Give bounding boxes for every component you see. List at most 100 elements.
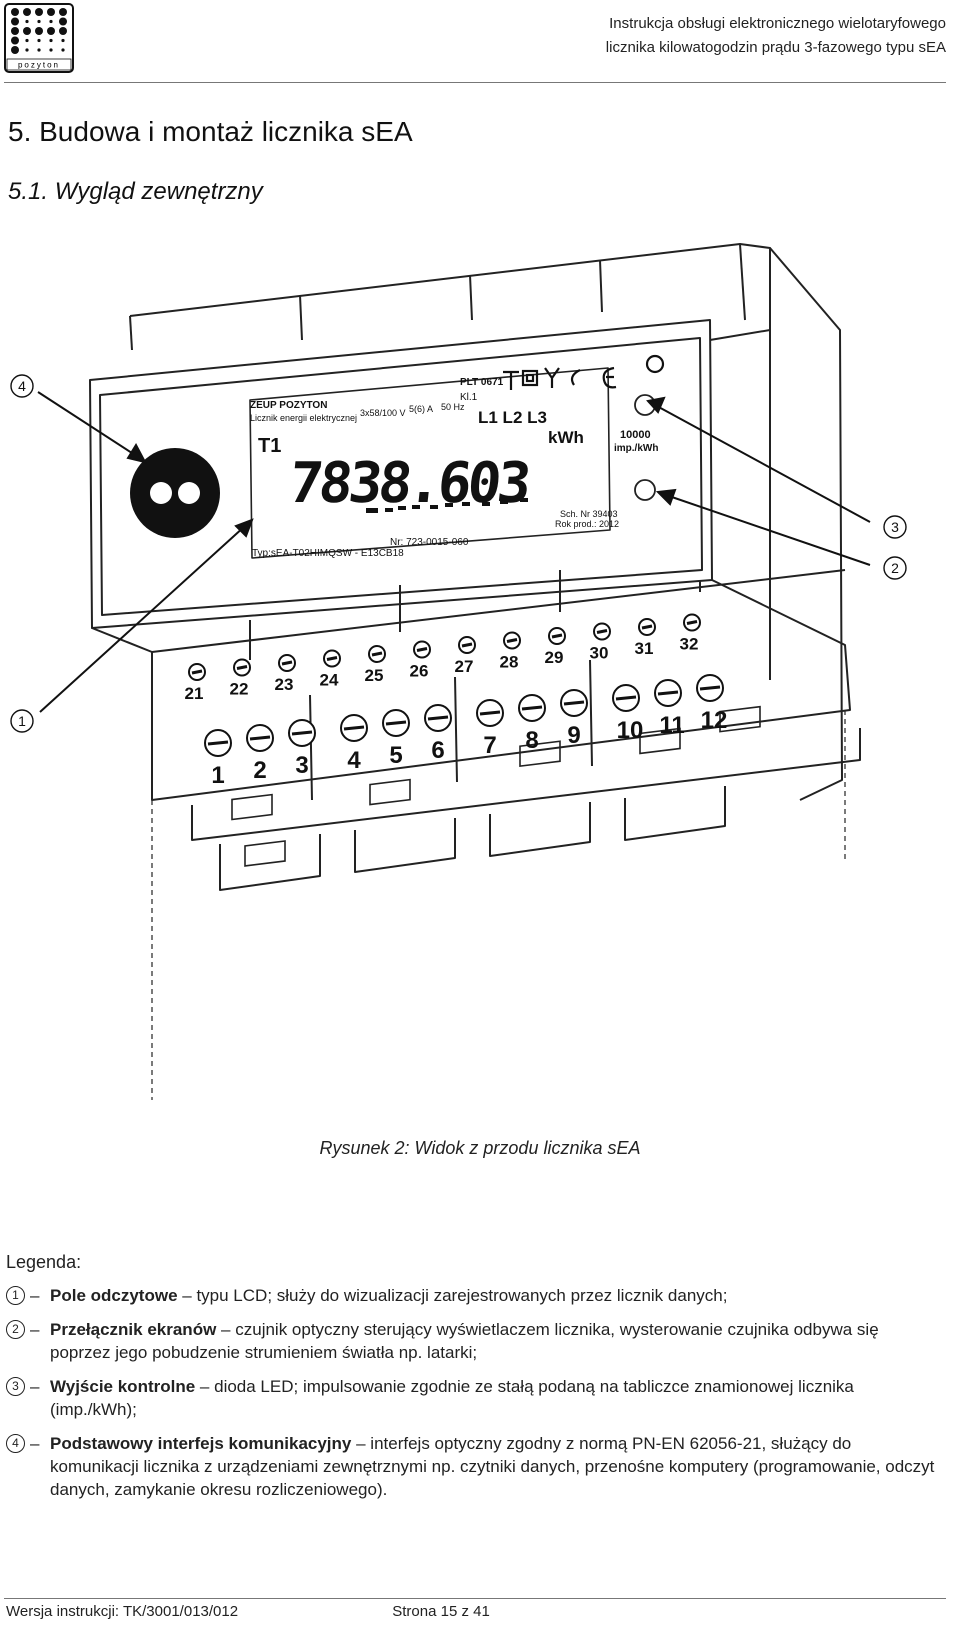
terminal-number: 28 [500, 653, 519, 672]
meter-illustration: ZEUP POZYTON Licznik energii elektryczne… [10, 243, 907, 1100]
legend-text: czujnik optyczny sterujący wyświetlaczem… [50, 1320, 879, 1362]
legend-sep: – [182, 1286, 197, 1305]
callout-2 [883, 556, 907, 580]
meter-unit: kWh [548, 428, 584, 447]
screw-slot [343, 725, 365, 731]
legend-text: interfejs optyczny zgodny z normą PN-EN … [50, 1434, 935, 1499]
screw-slot [281, 660, 293, 666]
legend-text: typu LCD; służy do wizualizacji zarejest… [196, 1286, 728, 1305]
terminal-number: 4 [347, 747, 361, 774]
legend-term: Pole odczytowe [50, 1286, 178, 1305]
logo-dot [35, 8, 43, 16]
terminal-number: 25 [365, 666, 384, 685]
legend-text: dioda LED; impulsowanie zgodnie ze stałą… [50, 1377, 854, 1419]
logo-dot [11, 17, 19, 26]
meter-current: 5(6) A [409, 404, 433, 414]
logo-dot [61, 48, 65, 52]
logo-dot [61, 38, 65, 43]
terminal-number: 24 [320, 671, 339, 690]
meter-serial: Nr: 723-0015-060 [390, 537, 469, 548]
meter-reading: 7838.603 [286, 451, 532, 516]
legend-title: Legenda: [6, 1252, 82, 1272]
legend-number: 4 [6, 1434, 25, 1453]
screw-slot [461, 642, 473, 648]
logo-dot [11, 36, 19, 45]
terminal-number: 22 [230, 680, 249, 699]
screw-slot [551, 633, 563, 639]
legend-item: 4 – Podstawowy interfejs komunikacyjny –… [6, 1432, 936, 1501]
callout-3 [883, 515, 907, 539]
logo-dot [59, 8, 67, 16]
legend-item: 2 – Przełącznik ekranów – czujnik optycz… [6, 1318, 936, 1364]
legend-dash: – [30, 1434, 40, 1453]
screw-slot [416, 647, 428, 652]
terminal-number: 30 [590, 644, 609, 663]
legend-number: 3 [6, 1377, 25, 1396]
meter-type: Typ:sEA-T02HIMQSW - E13CB18 [252, 548, 404, 559]
logo-dot [37, 48, 41, 52]
terminal-number: 3 [295, 752, 308, 779]
meter-plt: PLT 0671 [460, 377, 504, 388]
screw-slot [385, 720, 407, 726]
screw-slot [236, 665, 248, 670]
optical-interface [130, 448, 220, 538]
legend-sep: – [221, 1320, 236, 1339]
legend-list: 1 – Pole odczytowe – typu LCD; służy do … [6, 1284, 936, 1512]
legend-term: Przełącznik ekranów [50, 1320, 217, 1339]
meter-tariff: T1 [258, 435, 281, 457]
logo-dot [23, 27, 31, 35]
legend-dash: – [30, 1377, 40, 1396]
callout-4-label: 4 [18, 378, 26, 394]
logo-dot [49, 38, 53, 43]
logo-dot [35, 27, 43, 35]
terminal-number: 31 [635, 639, 654, 658]
callout-3-label: 3 [891, 519, 899, 535]
screw-slot [479, 710, 501, 716]
logo-dot [47, 27, 55, 35]
optical-sensor [634, 479, 656, 501]
legend-term: Podstawowy interfejs komunikacyjny [50, 1434, 352, 1453]
terminal-number: 29 [545, 648, 564, 667]
terminal-number: 7 [483, 732, 496, 759]
meter-phases: L1 L2 L3 [478, 408, 547, 427]
screw-slot [291, 730, 313, 736]
screw-slot [191, 669, 203, 675]
screw-slot [427, 715, 449, 721]
logo-dot [23, 8, 31, 16]
legend-number: 2 [6, 1320, 25, 1339]
meter-brand: ZEUP POZYTON [250, 400, 327, 411]
logo-dot [25, 19, 29, 24]
meter-voltage: 3x58/100 V [360, 408, 406, 418]
terminal-number: 5 [389, 742, 402, 769]
screw-slot [207, 740, 229, 746]
callout-4 [10, 374, 34, 398]
meter-frequency: 50 Hz [441, 402, 465, 412]
logo-dot [11, 8, 19, 16]
logo-dot [11, 27, 19, 35]
certification-marks [503, 354, 665, 390]
meter-production-year: Rok prod.: 2012 [555, 519, 619, 529]
header-line-2: licznika kilowatogodzin prądu 3-fazowego… [605, 39, 946, 56]
segment-bars [366, 498, 528, 513]
logo-dot [59, 27, 67, 35]
logo-text: pozyton [18, 61, 60, 70]
legend-number: 1 [6, 1286, 25, 1305]
legend-sep: – [199, 1377, 215, 1396]
footer-divider [4, 1598, 946, 1599]
figure-caption: Rysunek 2: Widok z przodu licznika sEA [319, 1138, 641, 1158]
subsection-title: 5.1. Wygląd zewnętrzny [8, 178, 263, 205]
terminal-number: 10 [617, 717, 644, 744]
screw-slot [326, 656, 338, 661]
screw-slot [699, 685, 721, 691]
terminal-number: 12 [701, 707, 728, 734]
logo-dot [47, 8, 55, 16]
legend-sep: – [356, 1434, 371, 1453]
logo-dot [25, 48, 29, 52]
screw-slot [596, 629, 608, 634]
callout-2-label: 2 [891, 560, 899, 576]
terminal-number: 1 [211, 762, 224, 789]
meter-impulses: 10000 [620, 429, 651, 441]
callout-1 [10, 709, 34, 733]
